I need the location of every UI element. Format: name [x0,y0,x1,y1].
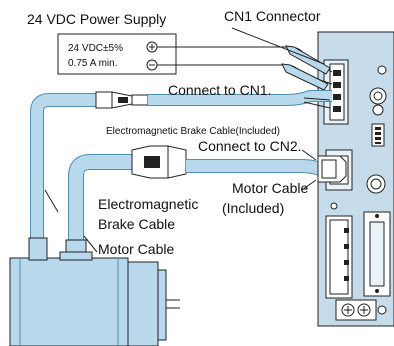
rotary-switch [369,87,387,116]
motor-cable-included-line1: Motor Cable [232,180,308,196]
brake-cable [30,90,332,238]
leader-motor-cable [83,235,98,253]
motor-body [9,257,129,346]
power-supply-label: 24 VDC Power Supply [27,11,166,27]
motor-cable-included-line2: (Included) [222,200,284,216]
connect-cn2-label: Connect to CN2. [198,138,302,154]
brake-cable-included-label: Electromagnetic Brake Cable(Included) [106,126,280,137]
motor-flange [127,261,159,346]
motor-cable [68,145,347,240]
em-brake-cable-line2: Brake Cable [98,216,175,232]
ground-terminals [335,299,377,321]
motor [9,237,180,346]
cn1-connector-label: CN1 Connector [224,8,321,24]
driver-screw-top [377,65,387,75]
em-brake-cable-line1: Electromagnetic [98,196,198,212]
motor-cable-label: Motor Cable [98,241,174,257]
dip-switch [371,123,385,147]
leader-brake-cable [44,189,59,213]
driver-screw-bottom [377,305,387,315]
brake-cable-gland [28,237,48,261]
leader-cn1-connector [231,27,325,65]
connect-cn1-label: Connect to CN1. [168,82,272,98]
power-supply: 24 VDC±5% 0.75 A min. [57,33,177,75]
status-led [330,202,338,210]
leader-lines [44,27,325,253]
power-supply-voltage: 24 VDC±5% [68,43,123,54]
power-supply-current: 0.75 A min. [68,58,117,69]
cn3-terminal [325,215,353,299]
io-connector [363,211,391,297]
mini-din-port [366,174,386,194]
